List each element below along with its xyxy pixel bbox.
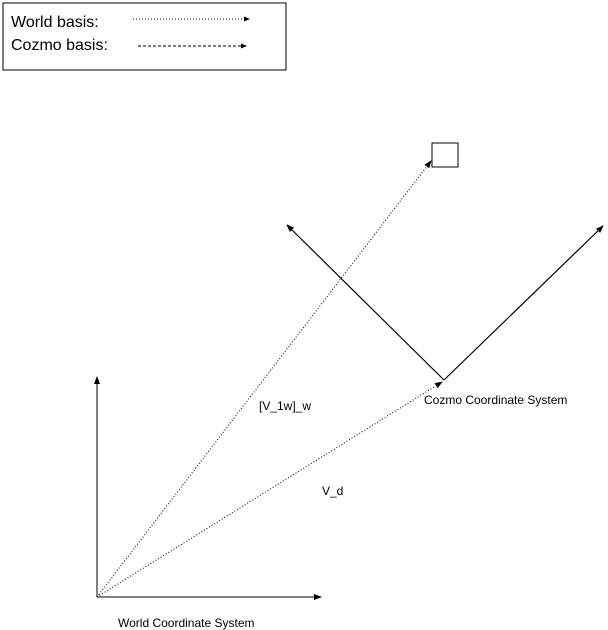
legend-box [2,2,287,71]
label-world-coordinate-system: World Coordinate System [118,616,255,630]
vectors [96,160,443,598]
label-v1w: [V_1w]_w [259,399,311,413]
legend-cozmo-basis-label: Cozmo basis: [11,37,108,54]
target-box [431,142,459,168]
vector-v1w [96,160,432,598]
label-vd: V_d [322,484,343,498]
legend-world-basis-label: World basis: [11,14,99,31]
world-axes [94,376,322,600]
label-cozmo-coordinate-system: Cozmo Coordinate System [424,393,567,407]
cozmo-axis-right [443,225,604,381]
cozmo-axis-left [286,224,445,381]
vector-vd [96,381,443,598]
cozmo-axes [286,224,604,381]
legend: World basis: Cozmo basis: [2,2,287,71]
